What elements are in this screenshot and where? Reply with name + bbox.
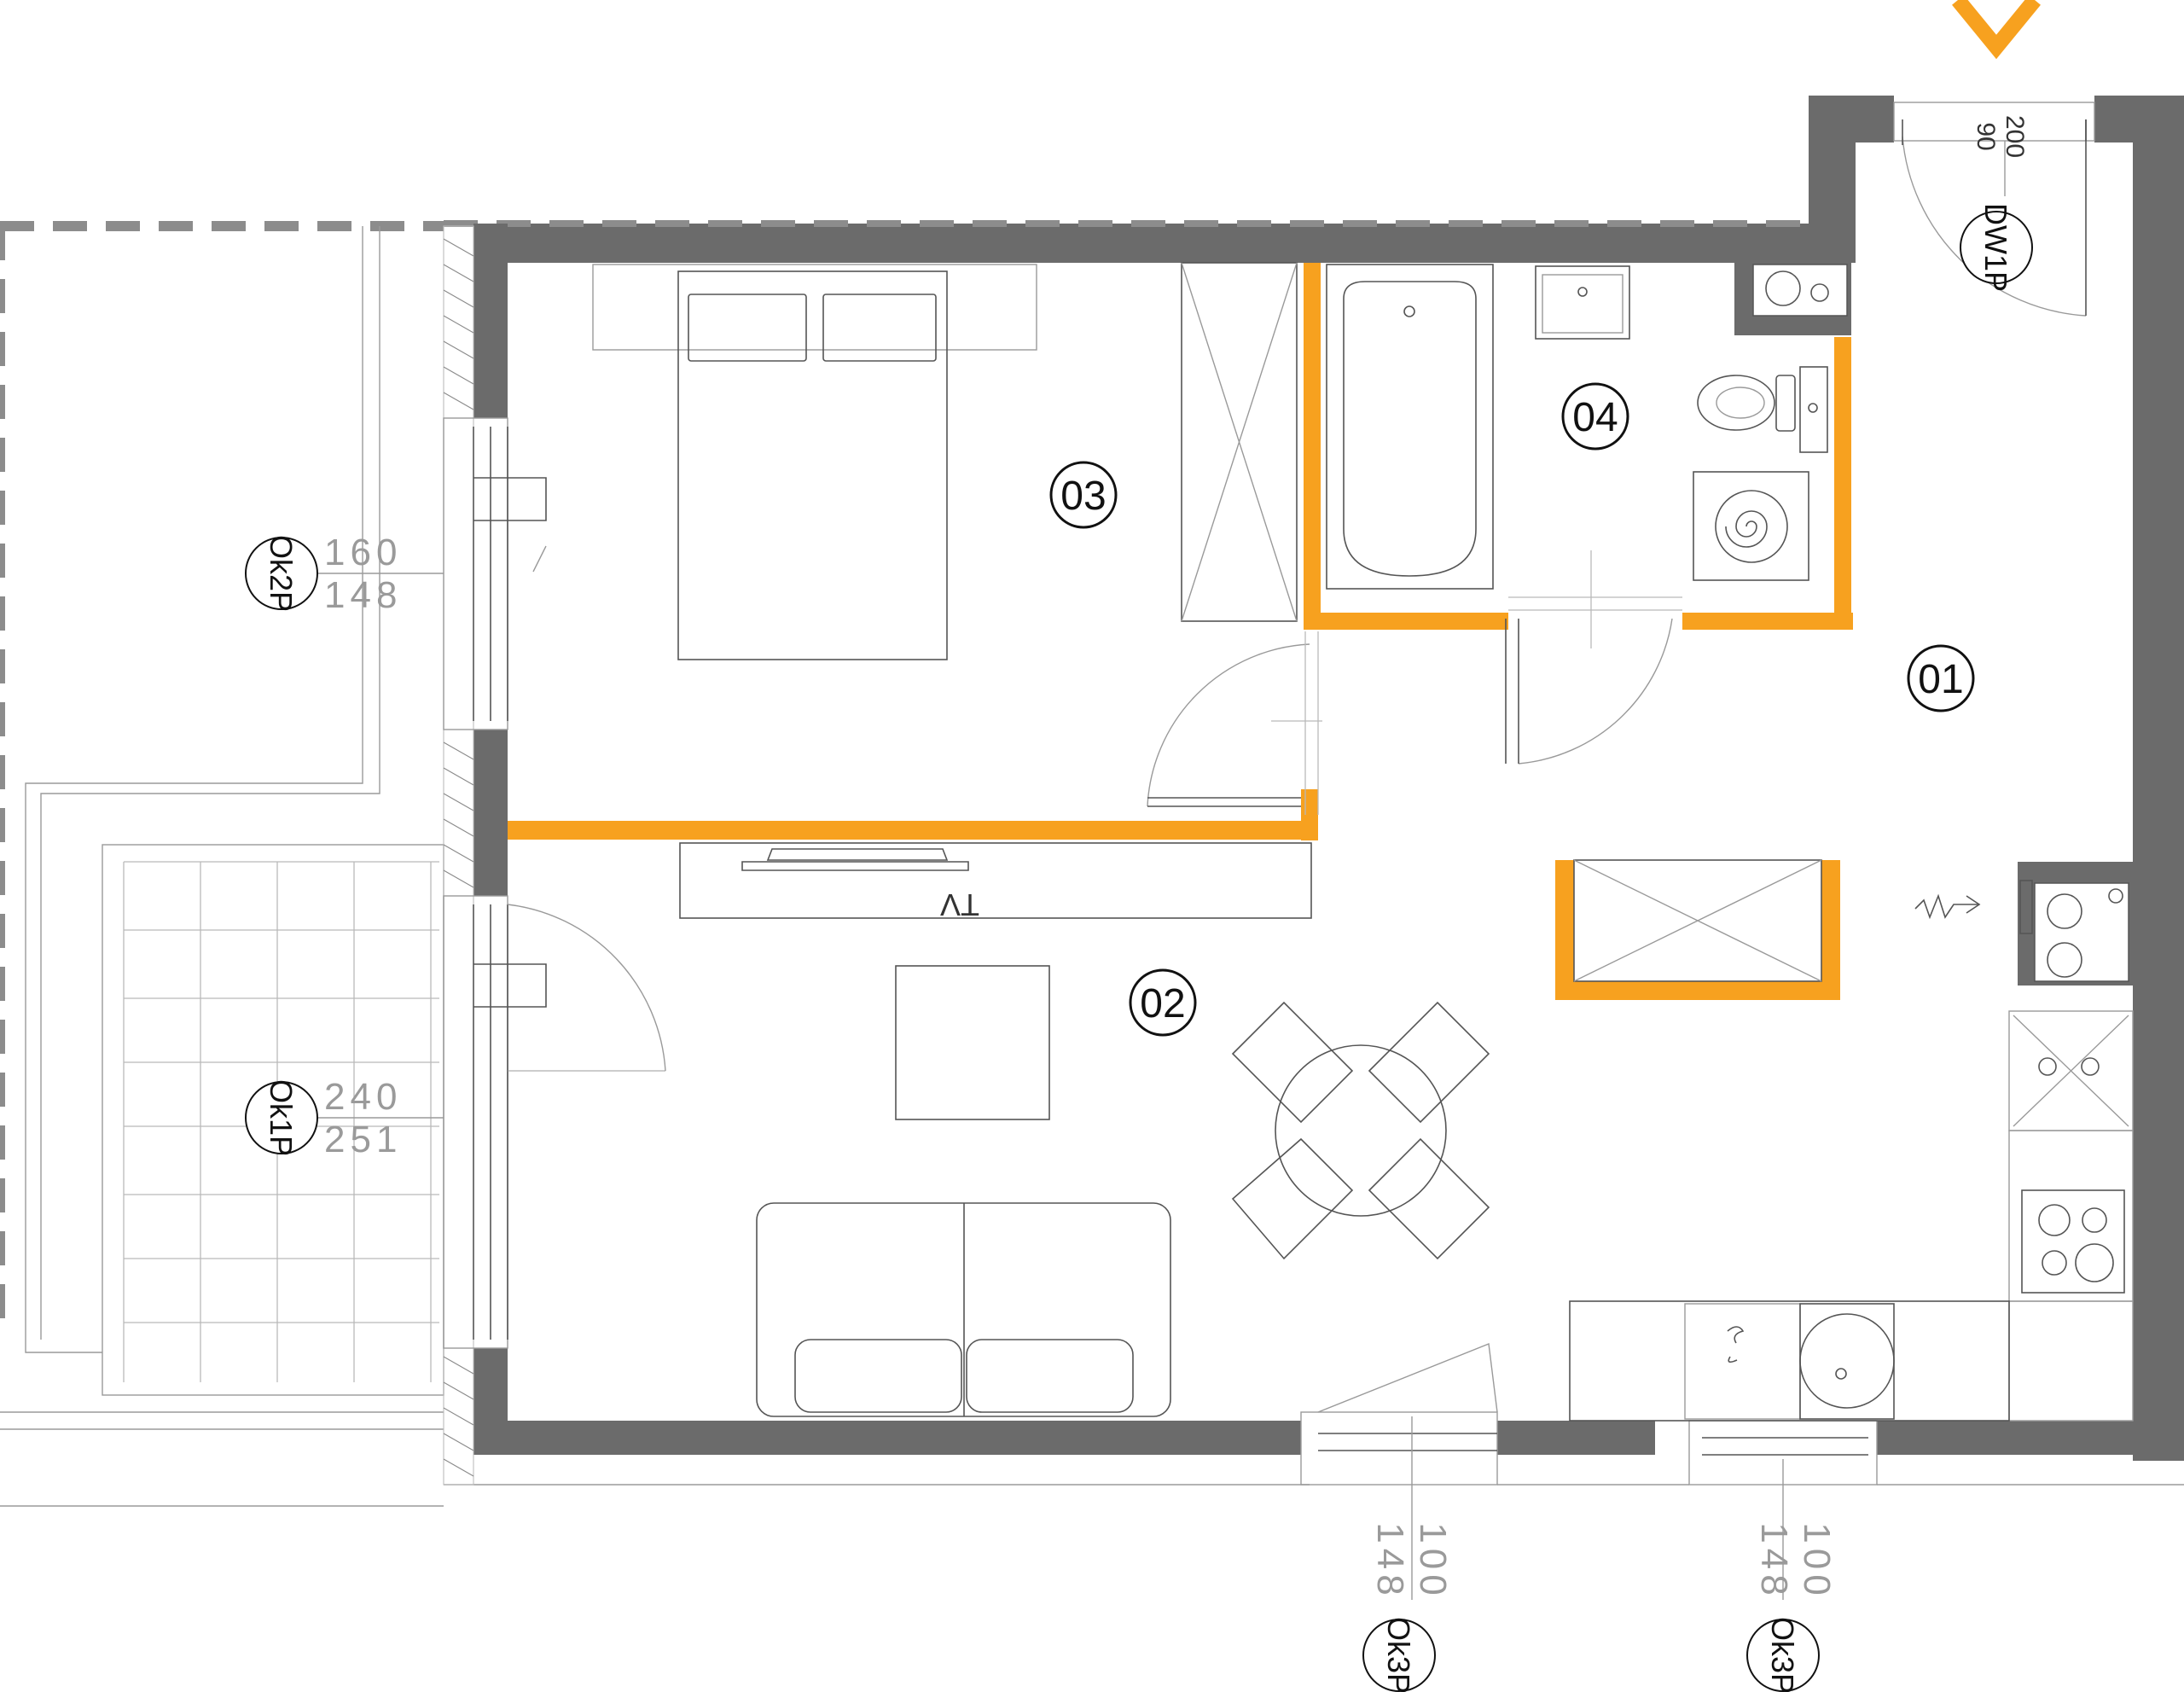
svg-text:Ok3P: Ok3P — [1381, 1617, 1416, 1692]
svg-text:100: 100 — [1412, 1522, 1454, 1600]
exterior-walls — [444, 96, 2184, 1486]
window-ok3p-a[interactable] — [1300, 1343, 1498, 1600]
stove-icon — [2021, 1189, 2125, 1294]
radiator-icon — [1914, 893, 1981, 920]
svg-text:251: 251 — [324, 1119, 402, 1160]
svg-text:90: 90 — [1972, 122, 2000, 150]
window-ok1p[interactable] — [443, 895, 666, 1349]
window-ok2p[interactable] — [443, 417, 547, 730]
svg-text:03: 03 — [1060, 474, 1106, 519]
window-tag-ok3p-b: Ok3P 100 148 — [1746, 1522, 1838, 1692]
room-label-04: 04 — [1561, 382, 1629, 451]
door-tag-dw1p: DW1P 200 90 — [1960, 115, 2033, 292]
window-tag-ok1p: Ok1P 240 251 — [245, 1076, 444, 1160]
svg-text:01: 01 — [1918, 657, 1963, 702]
tv-stand: TV — [679, 842, 1312, 922]
svg-text:148: 148 — [324, 574, 402, 616]
entrance-arrow-icon — [1952, 0, 2041, 60]
svg-text:02: 02 — [1140, 981, 1185, 1026]
sink-icon — [2013, 1015, 2129, 1127]
deck-tiles — [123, 861, 439, 1382]
wardrobe — [1181, 262, 1298, 622]
coffee-table — [895, 965, 1050, 1120]
svg-text:Ok2P: Ok2P — [264, 535, 299, 612]
svg-text:160: 160 — [324, 532, 402, 573]
window-tag-ok3p-a: Ok3P 100 148 — [1362, 1522, 1454, 1692]
toilet-icon — [1697, 366, 1828, 453]
partitions — [508, 263, 1853, 1000]
svg-text:240: 240 — [324, 1076, 402, 1118]
svg-text:Ok1P: Ok1P — [264, 1079, 299, 1156]
room-label-01: 01 — [1907, 644, 1975, 712]
svg-text:Ok3P: Ok3P — [1765, 1617, 1800, 1692]
svg-text:200: 200 — [2001, 115, 2029, 158]
riser-shaft — [1734, 263, 1851, 335]
bed — [592, 264, 1037, 660]
wall-insulation — [443, 225, 474, 1486]
entrance-door[interactable] — [1893, 102, 2095, 317]
balcony — [0, 221, 444, 1507]
bathtub-icon — [1326, 264, 1494, 590]
washing-machine-icon — [1693, 471, 1809, 581]
room-label-03: 03 — [1049, 461, 1118, 529]
hall-wardrobe — [1573, 859, 1822, 982]
svg-text:148: 148 — [1369, 1522, 1411, 1600]
svg-text:04: 04 — [1572, 395, 1618, 440]
tv-label: TV — [940, 887, 979, 922]
svg-text:148: 148 — [1753, 1522, 1795, 1600]
bedroom-door[interactable] — [1147, 631, 1322, 815]
sink-icon — [1535, 265, 1630, 340]
svg-text:DW1P: DW1P — [1978, 203, 2013, 292]
bathroom-door[interactable] — [1505, 550, 1682, 765]
kitchen — [1569, 862, 2134, 1422]
sink-icon — [1799, 1303, 1895, 1420]
sofa — [756, 1202, 1171, 1417]
room-label-02: 02 — [1129, 968, 1197, 1037]
window-ok3p-b[interactable] — [1688, 1420, 1878, 1600]
window-tag-ok2p: Ok2P 160 148 — [245, 532, 444, 616]
dining-set — [1231, 1001, 1490, 1260]
svg-text:100: 100 — [1796, 1522, 1838, 1600]
